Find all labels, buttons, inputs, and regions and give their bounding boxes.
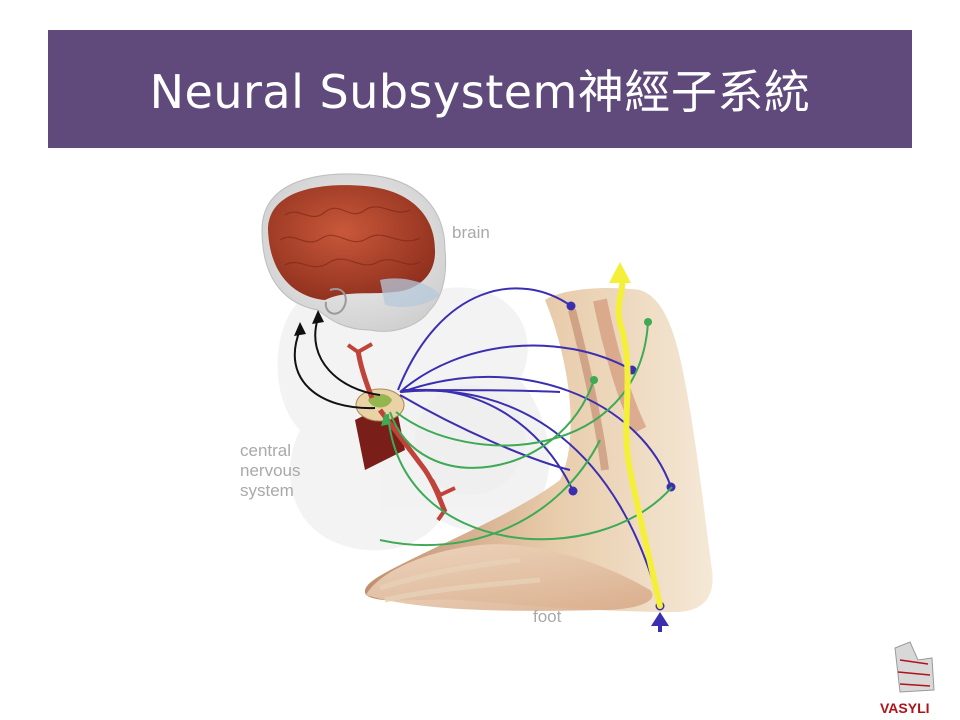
title-banner: Neural Subsystem神經子系統 (48, 30, 912, 148)
label-cns-line3: system (240, 481, 294, 500)
logo-text: VASYLI (880, 700, 930, 716)
vertebra-silhouette (277, 287, 550, 551)
label-cns-line1: central (240, 441, 291, 460)
label-cns-line2: nervous (240, 461, 300, 480)
head-illustration (261, 173, 447, 332)
brain-gyri (279, 206, 421, 268)
efferent-paths (379, 321, 673, 547)
label-foot: foot (533, 607, 562, 626)
slide-title: Neural Subsystem神經子系統 (149, 65, 811, 119)
label-brain: brain (452, 223, 490, 242)
input-arrow (651, 612, 669, 632)
impulse-path (609, 262, 663, 609)
efferent-nodes (590, 318, 652, 384)
vasyli-logo: VASYLI (880, 641, 935, 716)
motor-paths (293, 310, 381, 410)
